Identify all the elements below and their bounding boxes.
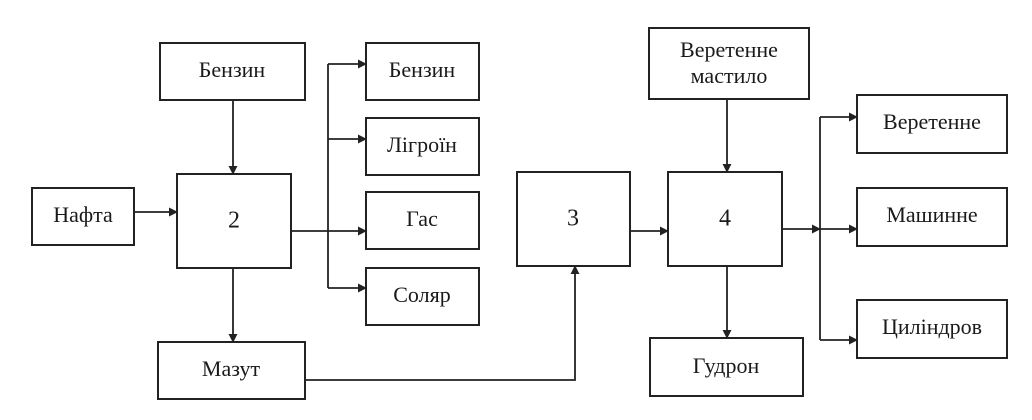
node-unit-3: 3 [516, 171, 631, 267]
node-gudron: Гудрон [649, 337, 804, 397]
node-benzin-input: Бензин [159, 42, 306, 101]
node-tsylindrov-label: Циліндров [882, 314, 982, 339]
node-unit-4-label: 4 [719, 206, 731, 232]
node-spindle-oil-label-line1: Веретенне [680, 37, 778, 62]
node-spindle-oil-label-line2: мастило [691, 63, 768, 88]
node-ligroin-label: Лігроїн [387, 132, 457, 157]
node-unit-2-label: 2 [228, 208, 240, 234]
node-unit-4: 4 [667, 171, 783, 267]
node-nafta: Нафта [31, 187, 135, 246]
node-mazut-label: Мазут [202, 356, 261, 381]
node-tsylindrov: Циліндров [856, 299, 1008, 359]
node-ligroin: Лігроїн [365, 117, 480, 176]
node-gas: Гас [365, 191, 480, 250]
node-benzin-output-label: Бензин [389, 57, 456, 82]
node-gas-label: Гас [406, 206, 438, 231]
node-veretenne: Веретенне [856, 94, 1008, 154]
node-spindle-oil: Веретенне мастило [648, 27, 810, 100]
node-solar: Соляр [365, 267, 480, 326]
node-nafta-label: Нафта [53, 202, 113, 227]
node-veretenne-label: Веретенне [883, 109, 981, 134]
node-solar-label: Соляр [393, 282, 450, 307]
node-mazut: Мазут [157, 341, 306, 400]
node-benzin-output: Бензин [365, 42, 480, 101]
node-gudron-label: Гудрон [693, 353, 760, 378]
node-unit-3-label: 3 [567, 206, 579, 232]
node-mashynne-label: Машинне [886, 202, 977, 227]
node-mashynne: Машинне [856, 187, 1008, 247]
edge-mazut-to-unit3 [305, 265, 580, 381]
node-unit-2: 2 [176, 173, 292, 269]
node-benzin-input-label: Бензин [199, 57, 266, 82]
